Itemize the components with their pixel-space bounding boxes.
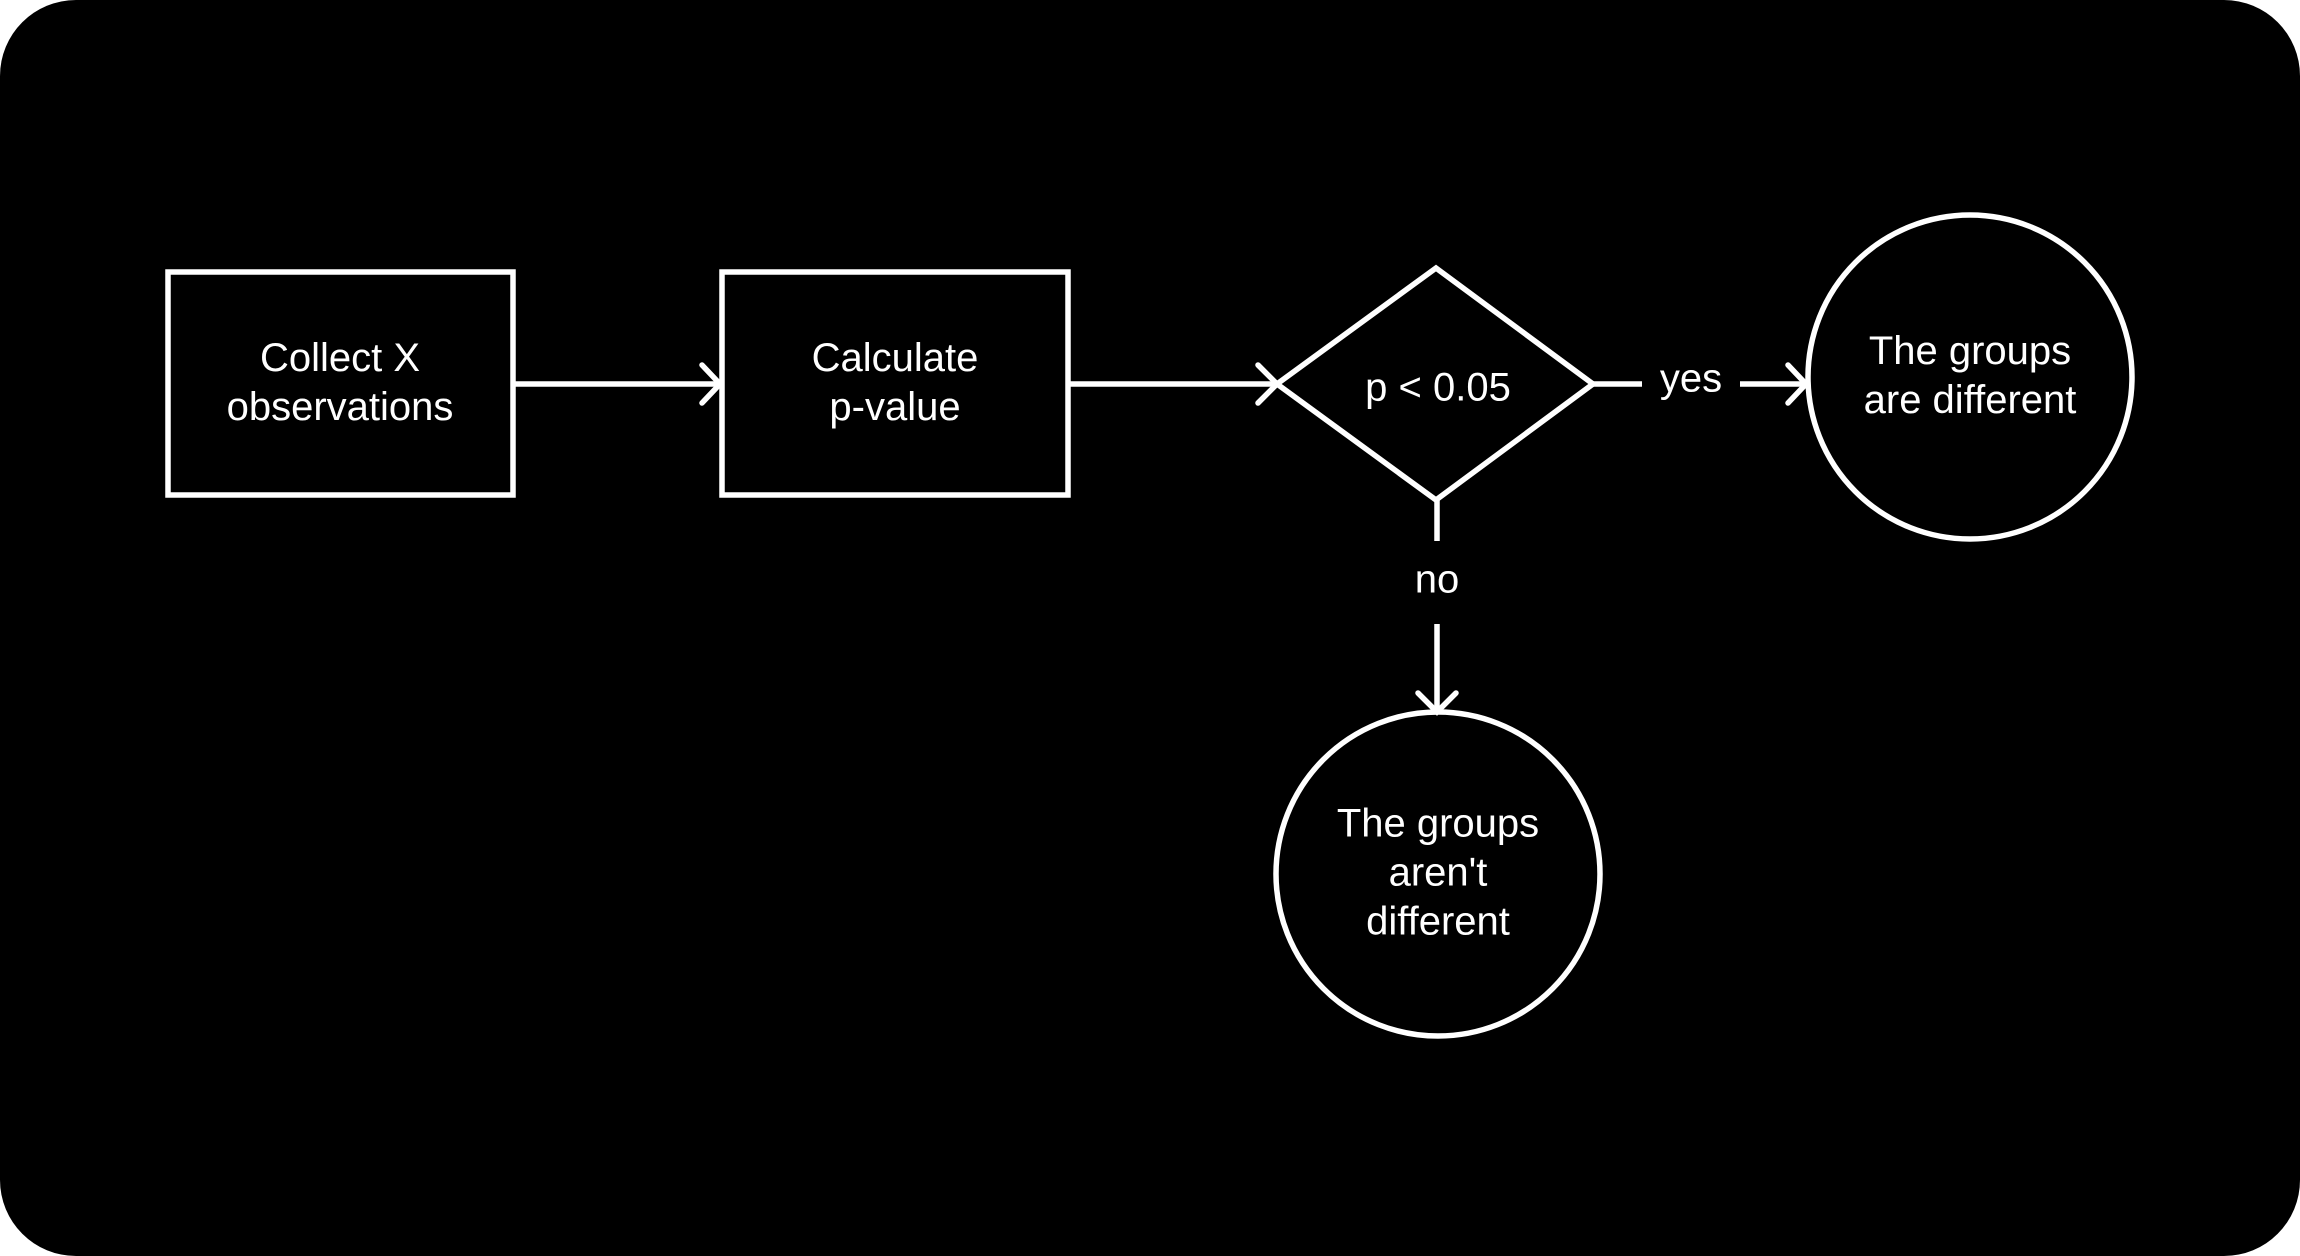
edge-collect-to-calculate xyxy=(513,362,724,406)
arrowhead-icon xyxy=(1415,690,1459,716)
label-line: aren't xyxy=(1388,850,1488,895)
edge-decision-to-different xyxy=(1593,362,1810,406)
node-not-different-label: The groups aren't different xyxy=(1337,800,1539,947)
label-line: p < 0.05 xyxy=(1365,365,1511,410)
label-line: Calculate xyxy=(811,336,979,380)
edge-label-yes: yes xyxy=(1659,356,1723,401)
node-different-label: The groups are different xyxy=(1864,327,2077,425)
edge-label-no: no xyxy=(1414,557,1460,602)
node-collect-box xyxy=(165,269,516,498)
label-line: p-value xyxy=(829,385,961,429)
label-line: observations xyxy=(226,385,454,429)
edge-calculate-to-decision xyxy=(1068,362,1281,406)
arrowhead-icon xyxy=(1255,362,1281,406)
label-line: different xyxy=(1366,899,1510,944)
label-line: Collect X xyxy=(259,336,421,380)
node-calculate-label: Calculate p-value xyxy=(812,334,979,432)
node-collect-label: Collect X observations xyxy=(227,334,454,432)
arrowhead-icon xyxy=(699,362,724,406)
label-line: The groups xyxy=(1868,329,2072,373)
node-decision-label: p < 0.05 xyxy=(1365,364,1511,413)
node-calculate-box xyxy=(719,269,1071,498)
arrowhead-icon xyxy=(1785,362,1810,406)
edge-decision-to-not-different xyxy=(1415,500,1459,716)
label-line: are different xyxy=(1863,378,2077,422)
label-line: The groups xyxy=(1336,801,1540,846)
node-different-circle xyxy=(1805,212,2135,542)
